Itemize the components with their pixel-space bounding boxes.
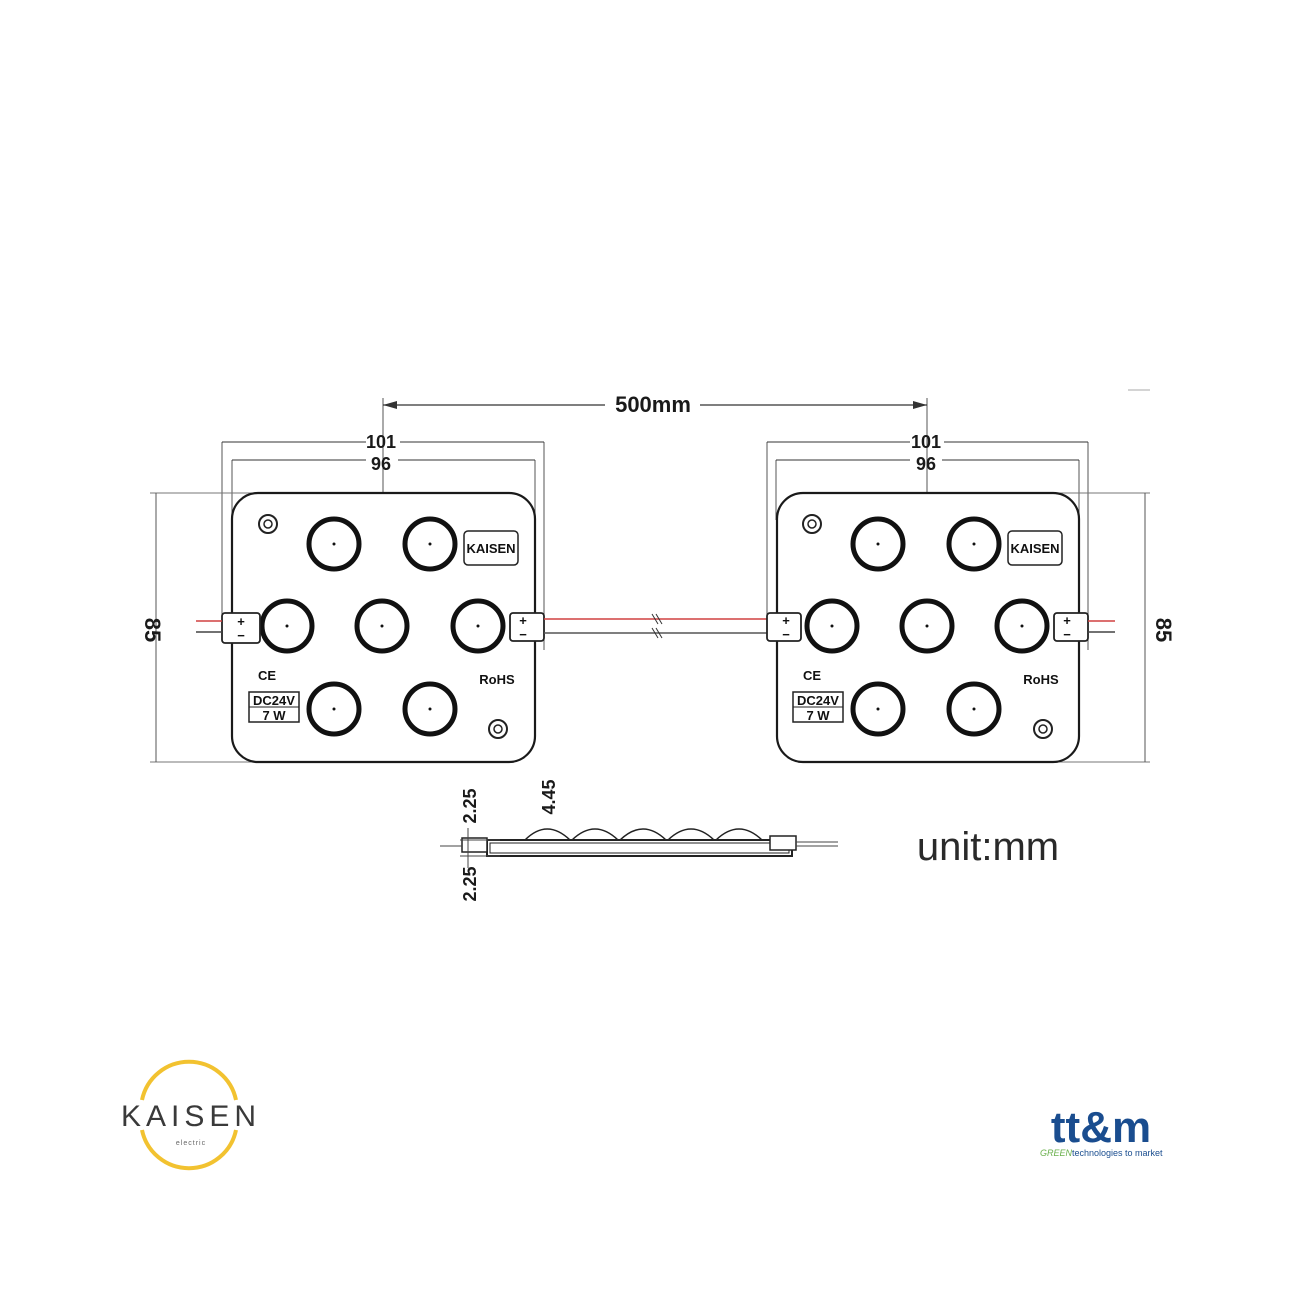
ttm-logo: tt&m GREEN technologies to market bbox=[1040, 1103, 1163, 1158]
right-outer-width-label: 101 bbox=[911, 432, 941, 452]
right-led-lens bbox=[946, 516, 1002, 572]
left-mounting-hole-top bbox=[258, 514, 278, 534]
right-mounting-hole-bottom bbox=[1033, 719, 1053, 739]
left-led-lens bbox=[306, 681, 362, 737]
svg-text:+: + bbox=[237, 614, 245, 629]
lens-height-label: 4.45 bbox=[539, 779, 559, 814]
left-voltage-label: DC24V bbox=[253, 693, 295, 708]
left-led-lens bbox=[306, 516, 362, 572]
left-led-lens bbox=[402, 681, 458, 737]
spacing-label: 500mm bbox=[615, 392, 691, 417]
right-brand-box bbox=[1007, 530, 1063, 566]
right-ce-mark: CE bbox=[803, 668, 821, 683]
left-ce-mark: CE bbox=[258, 668, 276, 683]
spacing-dimension: 500mm bbox=[382, 389, 1150, 762]
side-bottom-thickness-label: 2.25 bbox=[460, 866, 480, 901]
right-led-lens bbox=[850, 516, 906, 572]
side-top-thickness-label: 2.25 bbox=[460, 788, 480, 823]
left-output-connector: + − bbox=[509, 612, 545, 642]
unit-note: unit:mm bbox=[917, 825, 1059, 869]
right-module: 101 96 85 KAISEN CE bbox=[766, 432, 1176, 764]
right-rohs-label: RoHS bbox=[1023, 672, 1059, 687]
kaisen-logo-subtext: electric bbox=[176, 1140, 206, 1147]
right-led-lens bbox=[899, 598, 955, 654]
right-inner-width-label: 96 bbox=[916, 454, 936, 474]
left-brand-box bbox=[463, 530, 519, 566]
right-height-label: 85 bbox=[1151, 618, 1176, 642]
right-led-lens bbox=[850, 681, 906, 737]
left-outer-width-label: 101 bbox=[366, 432, 396, 452]
left-led-lens bbox=[259, 598, 315, 654]
svg-text:−: − bbox=[237, 628, 245, 643]
right-input-connector: + − bbox=[766, 612, 802, 642]
left-inner-width-label: 96 bbox=[371, 454, 391, 474]
left-brand-label: KAISEN bbox=[466, 541, 515, 556]
left-module: 101 96 85 bbox=[140, 432, 545, 764]
ttm-tagline-green: GREEN bbox=[1040, 1148, 1073, 1158]
left-mounting-hole-bottom bbox=[488, 719, 508, 739]
right-led-lens bbox=[946, 681, 1002, 737]
svg-text:−: − bbox=[1063, 627, 1071, 642]
right-led-lens bbox=[804, 598, 860, 654]
left-led-lens bbox=[450, 598, 506, 654]
svg-text:−: − bbox=[519, 627, 527, 642]
right-brand-label: KAISEN bbox=[1010, 541, 1059, 556]
left-power-label: 7 W bbox=[262, 708, 286, 723]
left-width-dimensions: 101 96 bbox=[221, 432, 545, 650]
right-led-lens bbox=[994, 598, 1050, 654]
svg-text:−: − bbox=[782, 627, 790, 642]
svg-text:+: + bbox=[1063, 613, 1071, 628]
left-height-dimension: 85 bbox=[140, 492, 262, 763]
left-height-label: 85 bbox=[140, 618, 165, 642]
interconnect-cable bbox=[544, 613, 770, 639]
left-led-lens bbox=[354, 598, 410, 654]
left-input-connector: + − bbox=[196, 612, 261, 644]
right-voltage-label: DC24V bbox=[797, 693, 839, 708]
svg-text:+: + bbox=[519, 613, 527, 628]
right-power-label: 7 W bbox=[806, 708, 830, 723]
right-output-connector: + − bbox=[1053, 612, 1115, 642]
ttm-logo-text: tt&m bbox=[1051, 1103, 1151, 1152]
kaisen-logo-text: KAISEN bbox=[121, 1100, 261, 1133]
side-view: 2.25 2.25 4.45 bbox=[440, 779, 838, 902]
right-mounting-hole-top bbox=[802, 514, 822, 534]
left-rohs-label: RoHS bbox=[479, 672, 515, 687]
ttm-tagline: technologies to market bbox=[1072, 1148, 1163, 1158]
kaisen-logo: KAISEN electric bbox=[121, 1059, 261, 1171]
svg-text:+: + bbox=[782, 613, 790, 628]
left-led-lens bbox=[402, 516, 458, 572]
